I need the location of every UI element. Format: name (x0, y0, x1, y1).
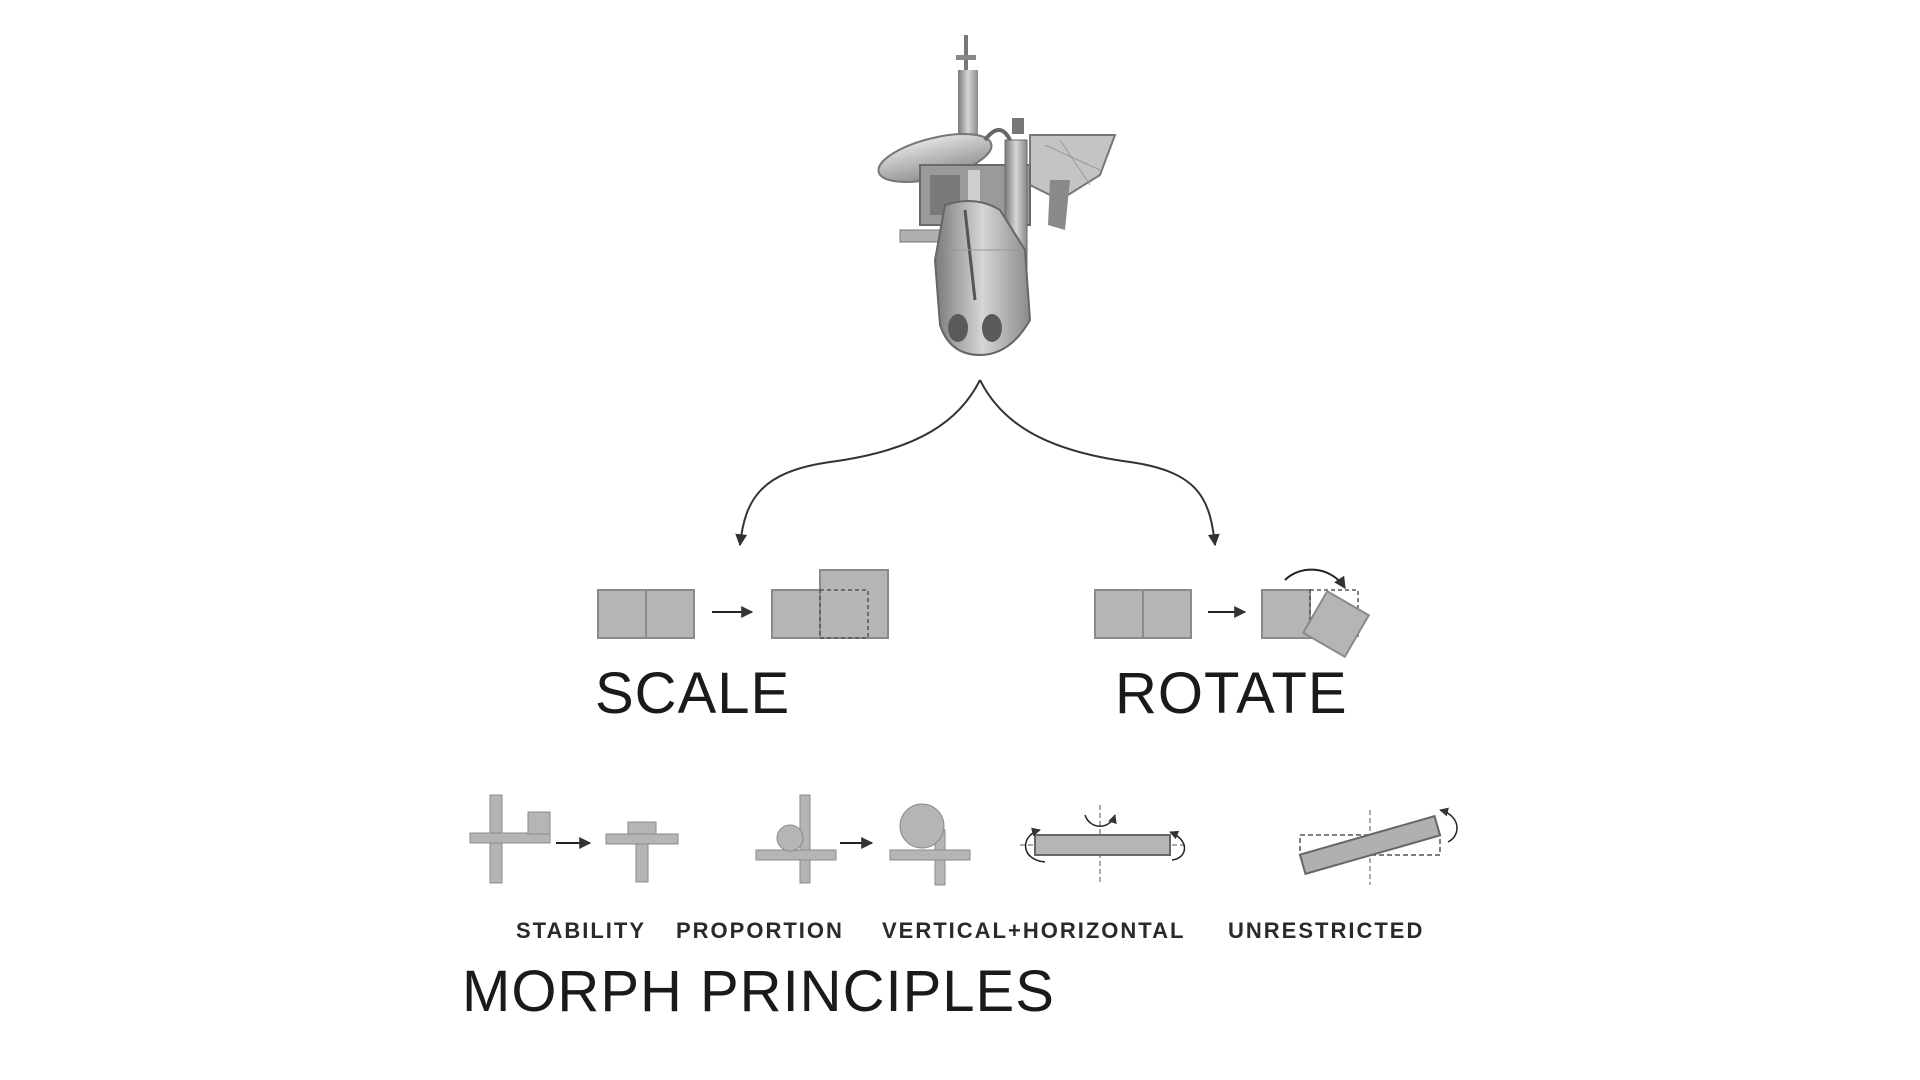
rotate-icon (1094, 568, 1371, 659)
proportion-label: PROPORTION (676, 918, 844, 943)
branch-arrows (735, 379, 1220, 547)
scale-label: SCALE (595, 661, 791, 726)
rotate-label: ROTATE (1115, 661, 1348, 726)
stability-icon (469, 794, 679, 884)
vertical-horizontal-icon (1020, 805, 1186, 885)
scale-icon (597, 569, 889, 639)
unrestricted-label: UNRESTRICTED (1228, 918, 1425, 943)
page-title: MORPH PRINCIPLES (462, 959, 1055, 1024)
sculpture-image (877, 35, 1117, 357)
arrow-to-rotate (979, 379, 1220, 547)
unrestricted-icon (1298, 807, 1458, 885)
vertical-horizontal-label: VERTICAL+HORIZONTAL (882, 918, 1186, 943)
stability-label: STABILITY (516, 918, 647, 943)
arrow-to-scale (735, 379, 981, 547)
proportion-icon (755, 794, 971, 886)
